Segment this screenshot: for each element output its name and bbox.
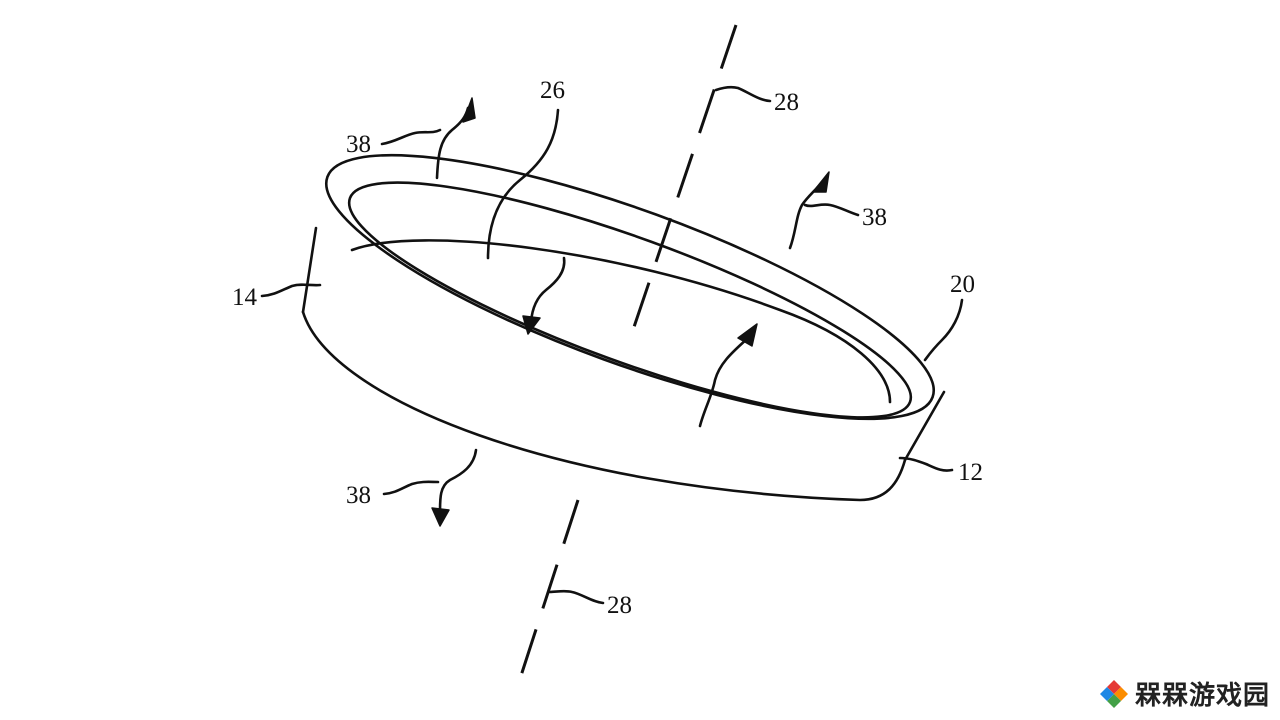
arrow-top-left-shaft — [435, 106, 470, 180]
ring-inner-wall-edge — [350, 239, 892, 404]
watermark-logo-icon — [1099, 679, 1128, 708]
watermark-text: 槑槑游戏园 — [1134, 681, 1270, 711]
ring-left-wall — [301, 226, 318, 314]
arrow-bottom-left-head — [431, 507, 450, 527]
label-20: 20 — [950, 271, 975, 298]
label-14: 14 — [232, 284, 258, 311]
leader-38-top-right — [803, 203, 860, 217]
arrow-inner-up-shaft — [698, 336, 750, 428]
leader-28-top — [714, 85, 772, 103]
ring-right-wall — [903, 390, 946, 462]
arrow-bottom-left-shaft — [438, 448, 478, 514]
label-38-bottom-left: 38 — [346, 482, 371, 509]
label-28-bottom: 28 — [607, 592, 632, 619]
label-38-top-right: 38 — [862, 204, 887, 231]
label-38-top-left: 38 — [346, 131, 371, 158]
label-28-top: 28 — [774, 89, 799, 116]
central-axis-lower — [516, 499, 580, 686]
leader-28-bottom — [548, 589, 605, 605]
leader-38-top-left — [380, 128, 442, 146]
ring-top-outer-edge — [324, 153, 936, 421]
label-12: 12 — [958, 459, 983, 486]
leader-lines — [260, 85, 964, 605]
leader-12 — [898, 456, 954, 472]
leader-20 — [923, 298, 964, 362]
watermark: 槑槑游戏园 — [1097, 675, 1270, 712]
flow-arrows — [431, 97, 830, 527]
leader-38-bottom-left — [382, 480, 440, 496]
central-axis-upper — [631, 24, 738, 331]
label-26: 26 — [540, 77, 565, 104]
ring-body — [301, 153, 946, 502]
leader-26 — [486, 108, 560, 260]
ring-top-inner-edge — [347, 181, 913, 419]
arrow-inner-down-head — [522, 315, 541, 335]
leader-14 — [260, 283, 322, 298]
arrow-inner-down-shaft — [529, 256, 566, 324]
arrow-top-right-head — [812, 171, 830, 193]
arrow-inner-up-head — [737, 323, 758, 347]
arrow-top-left-head — [462, 97, 476, 123]
ring-bottom-edge — [301, 310, 907, 502]
